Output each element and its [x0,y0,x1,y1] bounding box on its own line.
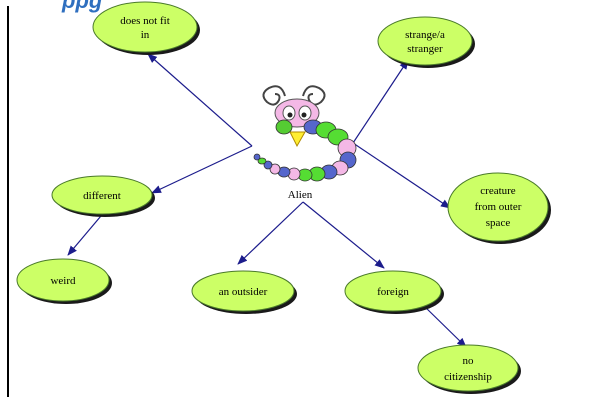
node-different[interactable]: different [51,175,155,217]
node-creature-from-outer-space[interactable]: creature from outer space [447,172,551,244]
node-label-line2: from outer [475,201,522,213]
node-label-line1: no [463,355,475,367]
center-label: Alien [288,189,313,201]
node-label: weird [50,275,76,287]
arrow-to-foreign [302,201,385,269]
node-label-line2: citizenship [444,371,492,383]
node-label-line2: stranger [407,43,443,55]
arrow-to-creature [352,142,451,209]
node-strange-stranger[interactable]: strange/a stranger [377,16,475,68]
page-title-fragment: ppg [61,0,103,13]
node-label: foreign [377,286,409,298]
node-foreign[interactable]: foreign [344,270,444,314]
node-label-line1: creature [480,185,516,197]
connectors [67,53,467,348]
node-weird[interactable]: weird [16,258,112,304]
alien-caterpillar-icon [253,85,357,182]
node-an-outsider[interactable]: an outsider [191,270,297,314]
node-does-not-fit-in[interactable]: does not fit in [92,1,200,55]
node-label: an outsider [219,286,268,298]
node-label-line1: strange/a [405,29,445,41]
node-label: different [83,190,121,202]
node-no-citizenship[interactable]: no citizenship [417,344,521,394]
arrow-to-does-not-fit [147,53,253,147]
arrow-to-no-citizenship [421,303,467,348]
node-label-line2: in [141,29,150,41]
node-label-line1: does not fit [120,15,170,27]
node-label-line3: space [486,217,511,229]
arrow-to-weird [67,209,107,256]
arrow-to-outsider [237,201,304,265]
arrow-to-different [151,145,253,194]
arrow-to-strange [352,59,409,144]
